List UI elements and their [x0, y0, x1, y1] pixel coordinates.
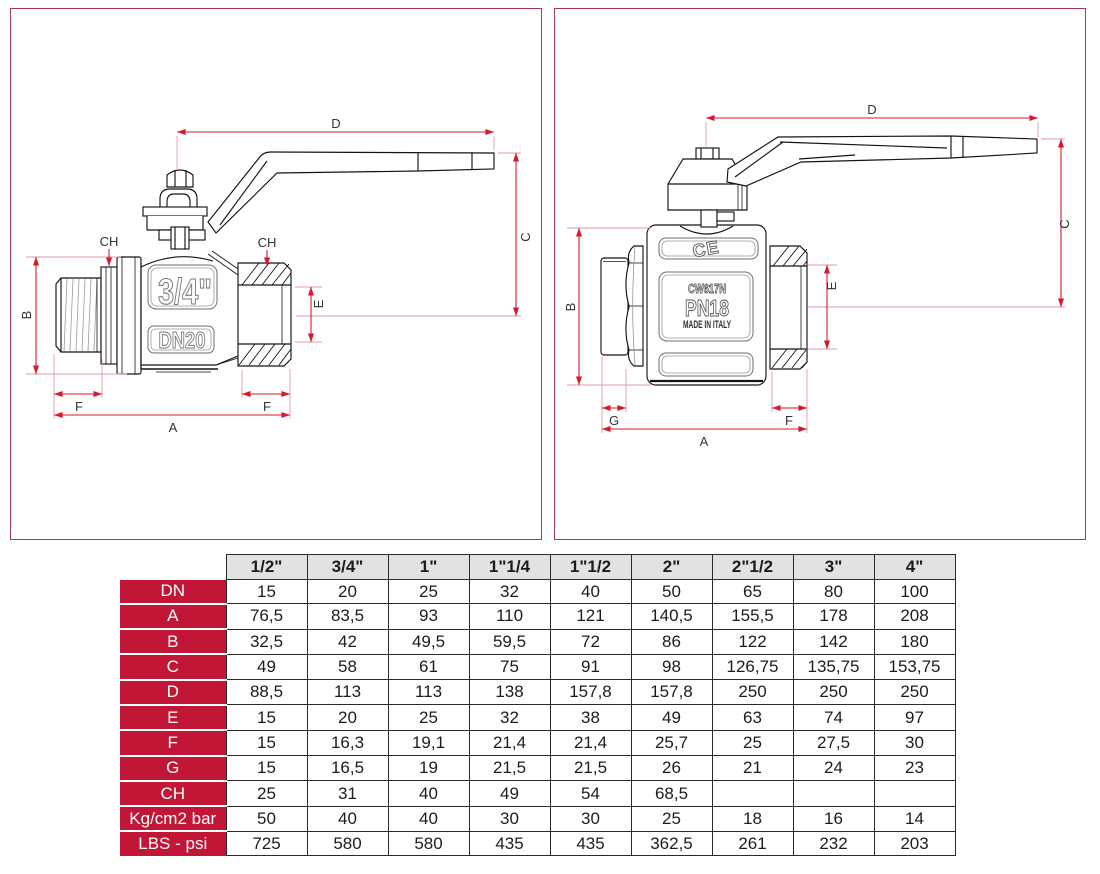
svg-text:E: E — [824, 281, 839, 290]
svg-text:C: C — [1057, 219, 1072, 228]
svg-text:PN18: PN18 — [685, 295, 729, 321]
svg-text:F: F — [75, 399, 83, 414]
svg-text:DN20: DN20 — [159, 327, 206, 353]
svg-text:A: A — [700, 434, 709, 449]
svg-text:D: D — [331, 116, 340, 131]
svg-text:F: F — [263, 399, 271, 414]
svg-text:3/4": 3/4" — [158, 271, 212, 312]
svg-text:E: E — [311, 299, 326, 308]
svg-text:CW617N: CW617N — [688, 281, 726, 296]
svg-text:C: C — [518, 232, 533, 241]
svg-text:A: A — [169, 420, 178, 435]
svg-text:CH: CH — [100, 234, 119, 249]
svg-text:G: G — [609, 413, 619, 428]
svg-text:F: F — [785, 413, 793, 428]
svg-text:MADE IN ITALY: MADE IN ITALY — [683, 319, 731, 331]
svg-text:CH: CH — [258, 235, 277, 250]
svg-text:D: D — [867, 102, 876, 117]
svg-text:B: B — [19, 311, 34, 320]
svg-text:B: B — [563, 303, 578, 312]
